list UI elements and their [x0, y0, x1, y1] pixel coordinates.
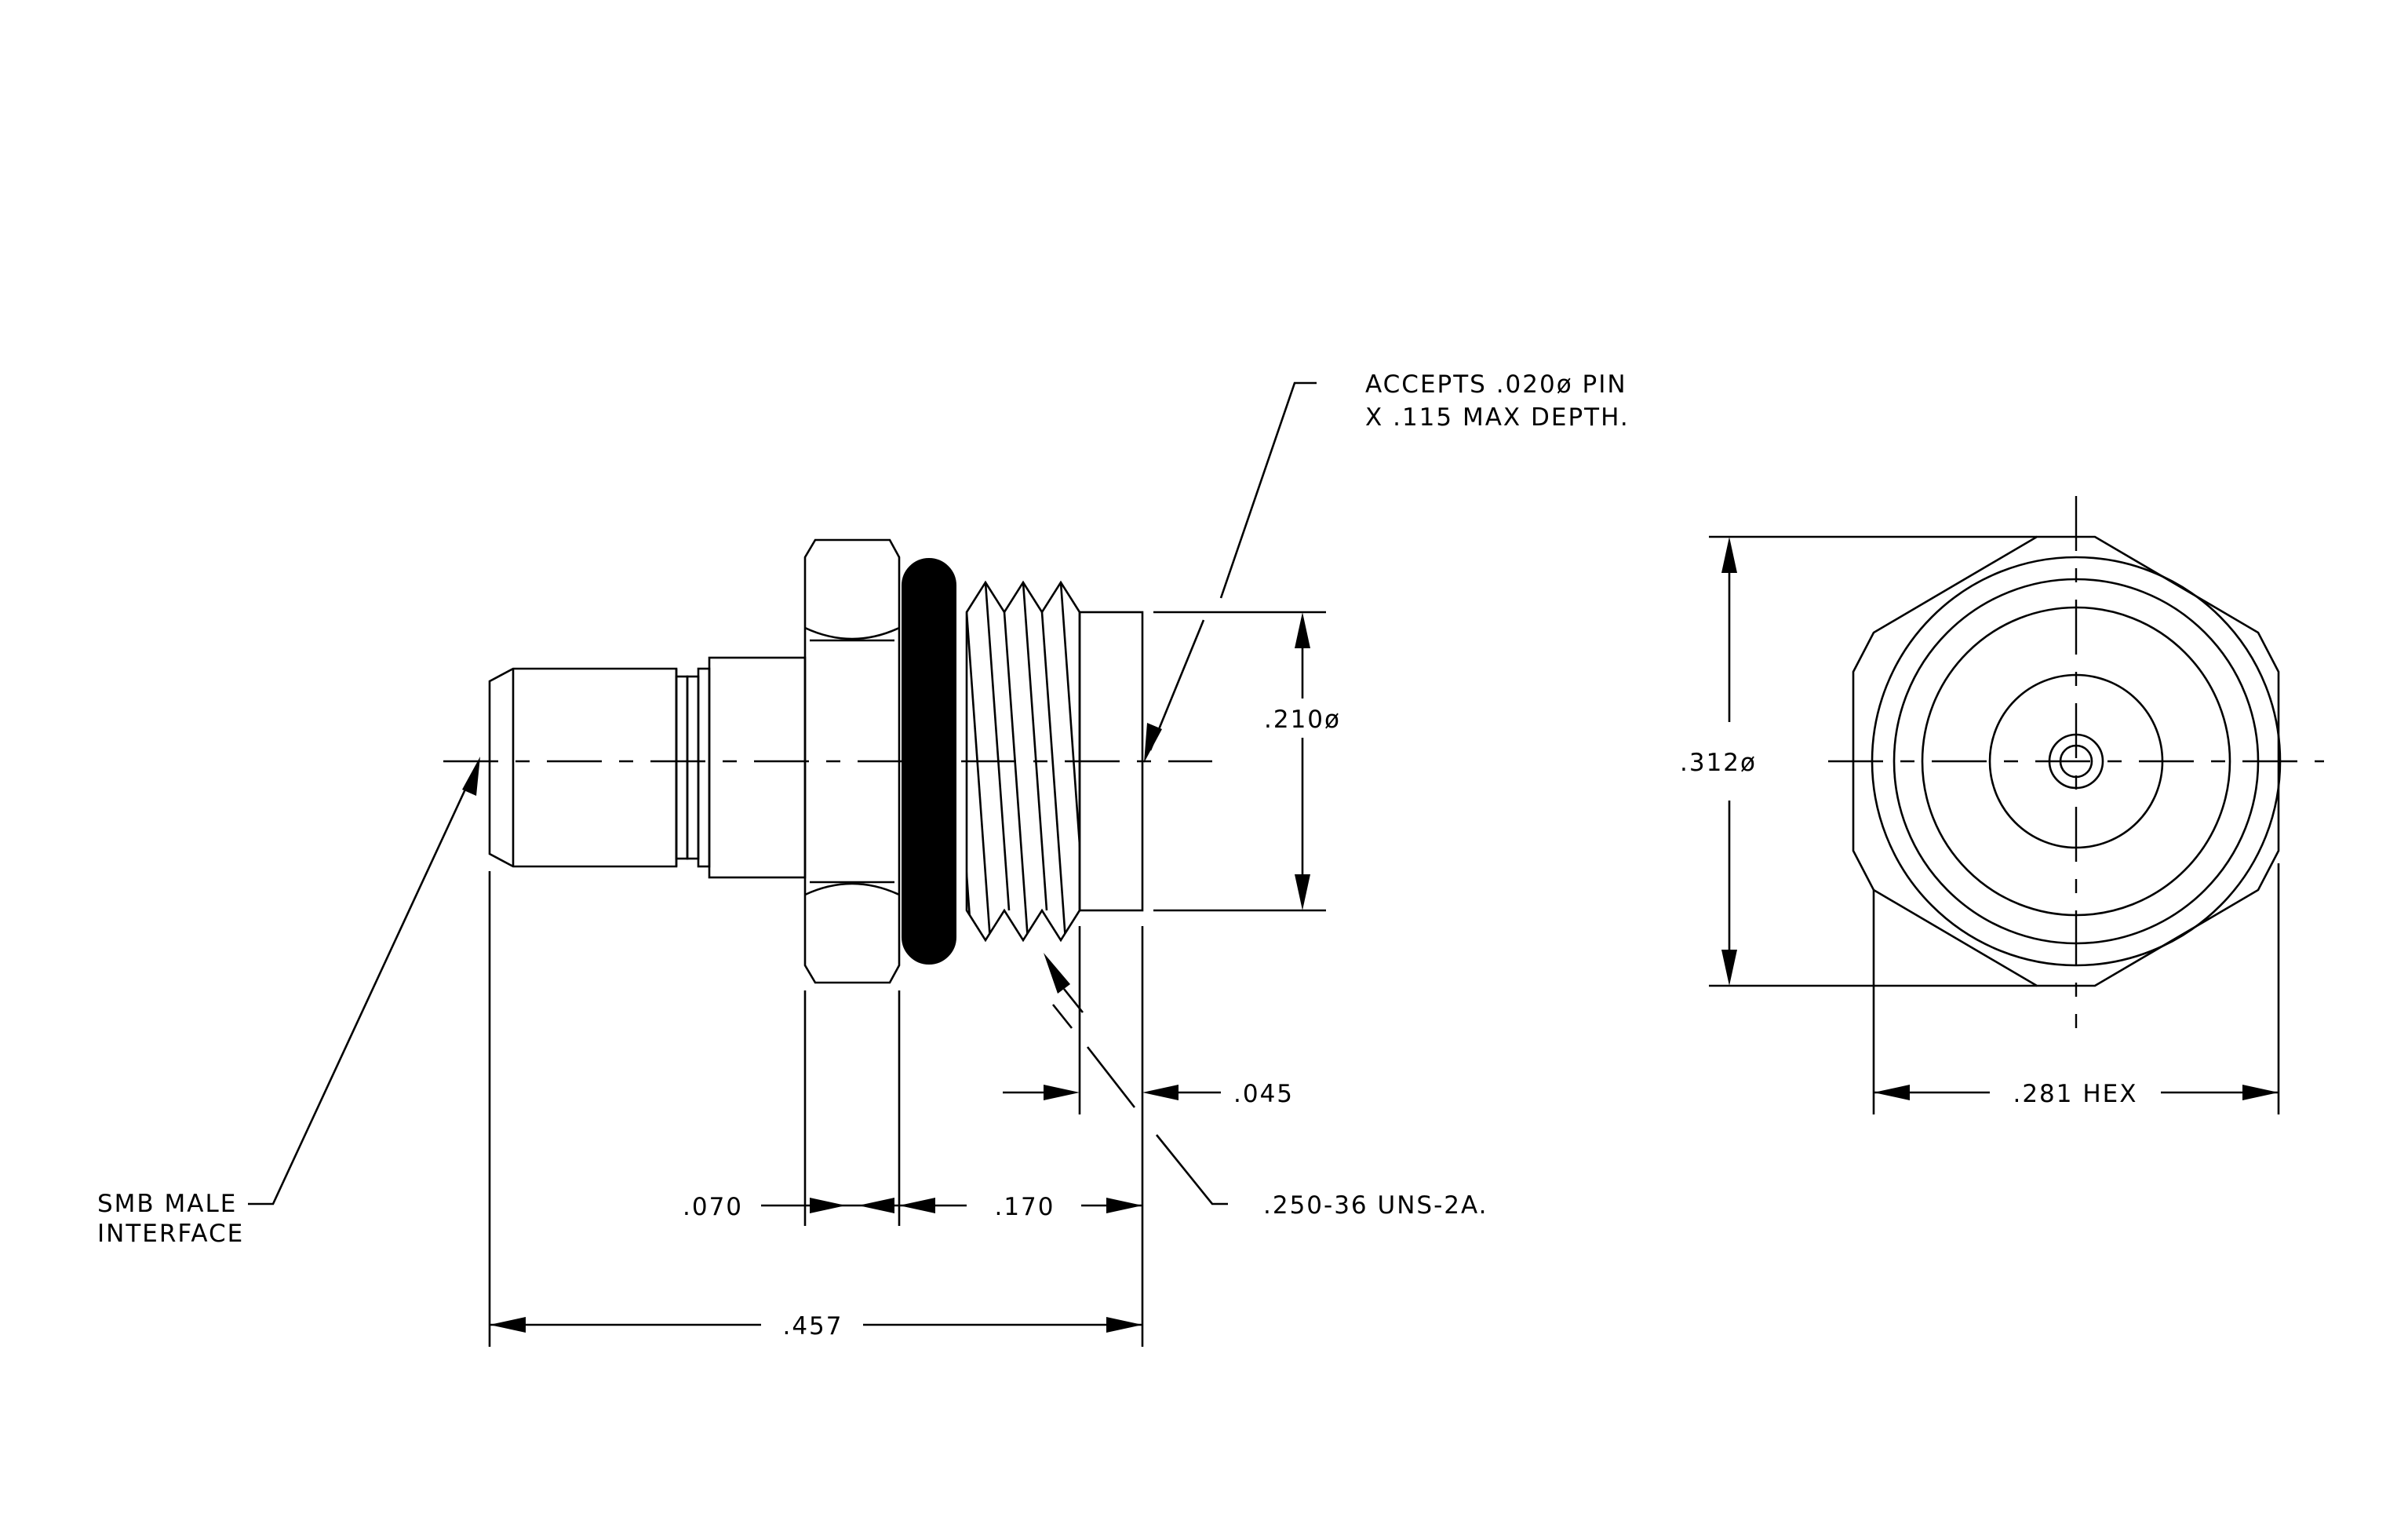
note-interface-line1: SMB MALE	[97, 1190, 237, 1218]
note-interface-line2: INTERFACE	[97, 1220, 244, 1248]
end-view	[1828, 496, 2324, 1028]
note-pin-line1: ACCEPTS .020ø PIN	[1365, 370, 1627, 399]
dim-overall-length: .457	[782, 1312, 843, 1340]
hex-circle-outer	[1871, 556, 2282, 967]
dim-hex-thickness: .070	[683, 1193, 743, 1221]
hex-outline	[1852, 535, 2280, 987]
dim-end-length: .045	[1233, 1080, 1294, 1108]
dim-body-diameter: .210ø	[1264, 706, 1341, 734]
o-ring-gasket	[902, 558, 956, 965]
body-circle	[1988, 673, 2164, 849]
body-shank	[708, 656, 807, 879]
dim-across-flats: .281 HEX	[2013, 1080, 2137, 1108]
end-cylinder	[1078, 611, 1144, 912]
dim-thread-length: .170	[994, 1193, 1055, 1221]
pin-circle-inner	[2059, 744, 2093, 779]
note-pin-line2: X .115 MAX DEPTH.	[1365, 403, 1630, 432]
dim-across-corners: .312ø	[1680, 749, 1757, 777]
side-view-dimensions: .210ø ACCEPTS .020ø PIN X .115 MAX DEPTH…	[97, 370, 1630, 1347]
note-thread: .250-36 UNS-2A.	[1263, 1191, 1488, 1220]
pin-circle-outer	[2048, 733, 2104, 790]
end-view-dimensions: .312ø .281 HEX	[1680, 535, 2280, 1114]
hex-nut	[803, 538, 901, 984]
interface-nose	[488, 667, 711, 868]
hex-circle-mid	[1893, 578, 2260, 945]
thread-circle	[1921, 606, 2231, 917]
side-view	[443, 538, 1212, 984]
